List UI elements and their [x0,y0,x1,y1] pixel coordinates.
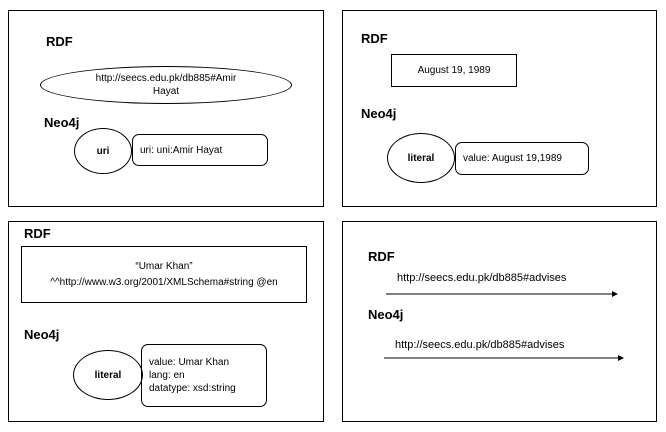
rdf-predicate-label: http://seecs.edu.pk/db885#advises [397,272,567,284]
rdf-typed-literal-datatype: ^^http://www.w3.org/2001/XMLSchema#strin… [50,277,278,288]
property-value: value: Umar Khan [149,357,230,368]
uri-node-label: uri [96,145,110,157]
rdf-heading: RDF [46,34,73,49]
literal-node-label: literal [407,152,435,164]
rdf-uri-line1: http://seecs.edu.pk/db885#Amir [95,73,237,84]
literal-property: value: August 19,1989 [463,153,562,164]
typed-literal-property-box: value: Umar Khan lang: en datatype: xsd:… [141,344,267,407]
rdf-literal-box: August 19, 1989 [391,54,517,87]
rdf-uri-line2: Hayat [152,86,180,97]
literal-property-box: value: August 19,1989 [455,142,589,175]
rdf-heading: RDF [368,249,395,264]
neo4j-relationship-label: http://seecs.edu.pk/db885#advises [395,339,565,351]
property-lang: lang: en [149,370,185,381]
literal-node-label: literal [94,369,122,381]
panel-predicate-mapping [342,221,657,422]
panel-uri-mapping [8,10,324,207]
literal-node: literal [73,350,143,400]
property-datatype: datatype: xsd:string [149,383,236,394]
rdf-heading: RDF [361,31,388,46]
rdf-predicate-arrow [386,291,618,297]
rdf-typed-literal-value: “Umar Khan” [135,261,193,272]
rdf-literal: August 19, 1989 [417,65,491,76]
neo4j-heading: Neo4j [361,106,397,121]
rdf-heading: RDF [24,226,51,241]
panel-typed-literal-mapping [8,221,324,422]
uri-property: uri: uni:Amir Hayat [140,144,223,156]
neo4j-heading: Neo4j [24,327,60,342]
neo4j-relationship-arrow [384,355,624,361]
rdf-uri-ellipse: http://seecs.edu.pk/db885#Amir Hayat [40,66,292,104]
uri-node: uri [74,128,132,174]
neo4j-heading: Neo4j [44,115,80,130]
literal-node: literal [387,133,455,183]
uri-property-box: uri: uni:Amir Hayat [132,134,268,166]
rdf-typed-literal-box: “Umar Khan” ^^http://www.w3.org/2001/XML… [21,246,307,303]
neo4j-heading: Neo4j [368,307,404,322]
